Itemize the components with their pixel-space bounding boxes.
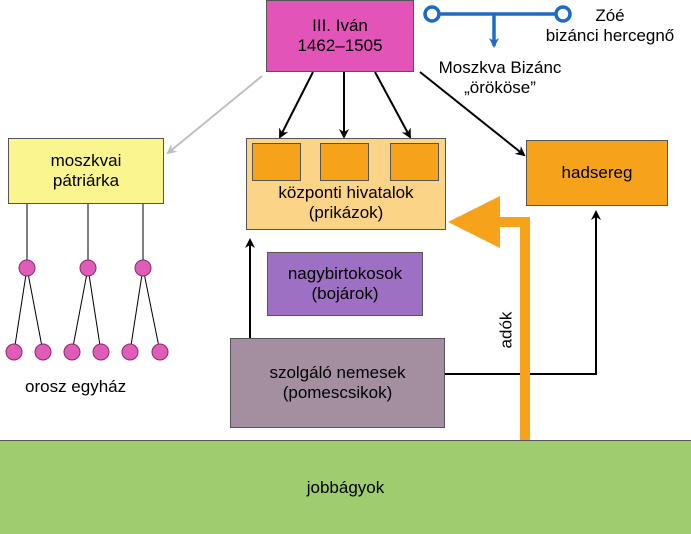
church-node <box>34 343 52 361</box>
patriarch-line-2: pátriárka <box>52 171 120 190</box>
patriarch-line-1: moszkvai <box>50 151 122 170</box>
church-tree <box>13 204 161 353</box>
church-node <box>134 259 152 277</box>
central-offices-line-1: központi hivatalok <box>278 183 414 202</box>
tax-arrow-shaft <box>496 217 530 442</box>
office-square <box>320 143 369 181</box>
church-node <box>92 343 110 361</box>
boyars-line-2: (bojárok) <box>311 284 379 303</box>
tax-label: adók <box>496 311 516 349</box>
boyars-box: nagybirtokosok (bojárok) <box>267 252 423 316</box>
arrow-tsar-to-office-1 <box>279 71 314 139</box>
arrow-tsar-to-patriarch <box>166 75 263 155</box>
office-square <box>390 143 439 181</box>
army-label: hadsereg <box>561 163 633 182</box>
boyars-line-1: nagybirtokosok <box>287 264 403 283</box>
marriage-node-tsar <box>423 5 441 23</box>
tsar-reign: 1462–1505 <box>297 36 383 55</box>
zoe-label: Zóé bizánci hercegnő <box>540 6 680 46</box>
church-node <box>151 343 169 361</box>
church-node <box>5 343 23 361</box>
serfs-label: jobbágyok <box>306 477 385 497</box>
zoe-title: bizánci hercegnő <box>545 26 675 45</box>
gentry-line-2: (pomescsikok) <box>282 383 393 402</box>
arrow-tsar-to-army <box>419 71 526 157</box>
gentry-box: szolgáló nemesek (pomescsikok) <box>230 338 445 428</box>
zoe-name: Zóé <box>595 6 625 25</box>
church-node <box>79 259 97 277</box>
marriage-node-zoe <box>554 5 572 23</box>
arrow-gentry-to-army <box>445 210 601 375</box>
church-node <box>121 343 139 361</box>
heir-label: Moszkva Bizánc „örököse” <box>425 58 575 98</box>
gentry-line-1: szolgáló nemesek <box>269 363 406 382</box>
heir-line-2: „örököse” <box>464 78 536 97</box>
office-square <box>252 143 301 181</box>
patriarch-box: moszkvai pátriárka <box>8 138 164 204</box>
tax-arrow-head <box>448 196 500 248</box>
serfs-box: jobbágyok <box>0 440 691 534</box>
arrow-tsar-to-office-3 <box>374 71 411 139</box>
central-offices-line-2: (prikázok) <box>308 203 384 222</box>
heir-line-1: Moszkva Bizánc <box>438 58 562 77</box>
church-node <box>63 343 81 361</box>
church-label: orosz egyház <box>25 377 127 396</box>
church-node <box>18 259 36 277</box>
army-box: hadsereg <box>526 140 668 206</box>
tsar-box: III. Iván 1462–1505 <box>266 0 414 72</box>
tsar-name: III. Iván <box>312 16 368 35</box>
